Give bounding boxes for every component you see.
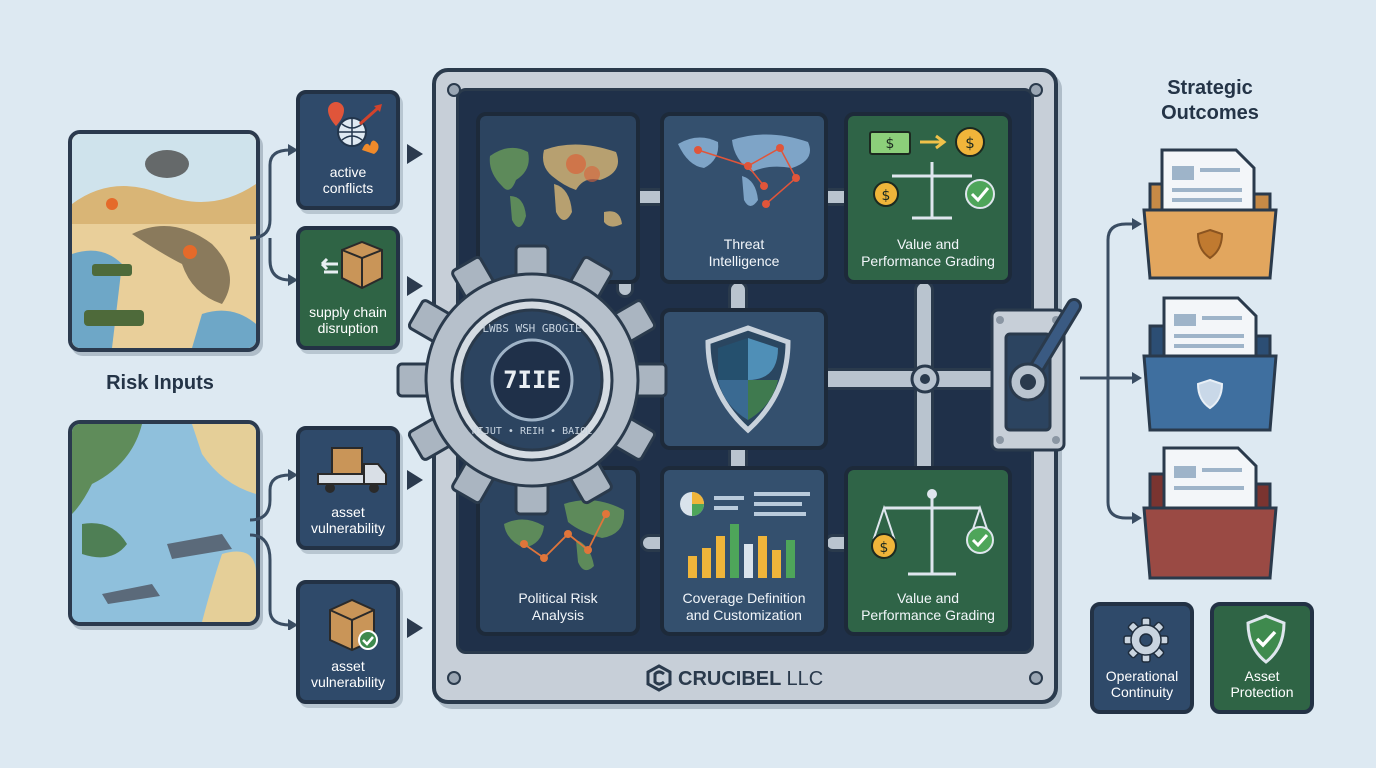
desert-conflict-map-image: [68, 130, 260, 352]
bar-chart-icon: [680, 492, 810, 578]
gear-small-icon: [1123, 617, 1169, 663]
folder-blue-icon: [1142, 296, 1278, 432]
frame-entry-arrows: [407, 144, 423, 638]
lever-switch-icon[interactable]: [988, 290, 1088, 456]
gear-ring-text-top: LWBS WSH GBOGIE: [482, 322, 582, 335]
shield-check-icon: [1246, 614, 1286, 664]
crucibel-logo-icon: [646, 664, 672, 692]
map-pin-globe-fire-icon: [328, 102, 382, 154]
risk-inputs-heading: Risk Inputs: [106, 372, 214, 394]
pipe-junction-gear: [910, 364, 940, 394]
scale-money-icon: $ $ $: [869, 127, 995, 220]
svg-text:$: $: [882, 188, 891, 204]
brand-name: CRUCIBEL LLC: [678, 668, 824, 690]
gear-center-text: 7IIE: [503, 366, 561, 394]
box-check-icon: [329, 598, 378, 652]
output-connectors: [1080, 218, 1142, 524]
tile-shield-center: [660, 308, 828, 450]
shield-icon: [705, 325, 791, 434]
tile-world-map: [476, 112, 640, 284]
gear-icon: [396, 244, 668, 516]
svg-text:$: $: [886, 136, 895, 152]
input-connectors: [250, 144, 298, 630]
frame-screws: [447, 83, 1043, 685]
folder-red-icon: [1142, 446, 1278, 580]
coastal-naval-map-image: [68, 420, 260, 626]
svg-text:$: $: [965, 134, 975, 152]
political-map-icon: [504, 500, 625, 571]
delivery-truck-icon: [317, 447, 387, 493]
svg-text:$: $: [880, 540, 889, 556]
network-map-icon: [678, 134, 810, 208]
gear-ring-text-bottom: HIJUT • REIH • BAIOL: [471, 426, 593, 437]
scale-balance-icon: $: [871, 489, 994, 576]
folder-orange-icon: [1142, 148, 1278, 280]
box-arrow-icon: [320, 240, 383, 290]
